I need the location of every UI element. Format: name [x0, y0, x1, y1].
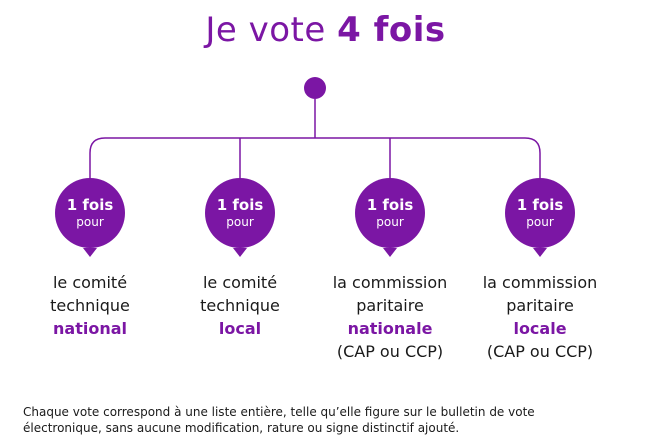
- label-highlight: national: [53, 319, 127, 338]
- vote-badge: 1 fois pour: [355, 178, 425, 248]
- vote-badge: 1 fois pour: [205, 178, 275, 248]
- badge-count: 1 fois: [366, 195, 414, 214]
- footer-line: électronique, sans aucune modification, …: [23, 421, 460, 435]
- branch-line-right: [315, 137, 541, 180]
- label-line: technique: [200, 296, 280, 315]
- label-highlight: locale: [513, 319, 567, 338]
- badge-pointer: [83, 248, 97, 257]
- branch-national-technical-committee: 1 fois pour le comité technique national: [5, 178, 175, 340]
- branch-label: la commission paritaire nationale (CAP o…: [305, 271, 475, 363]
- vote-badge: 1 fois pour: [55, 178, 125, 248]
- branch-local-joint-commission: 1 fois pour la commission paritaire loca…: [455, 178, 625, 363]
- title-prefix: Je vote: [205, 10, 326, 50]
- page-title: Je vote 4 fois: [0, 10, 651, 50]
- branch-local-technical-committee: 1 fois pour le comité technique local: [155, 178, 325, 340]
- footer-note: Chaque vote correspond à une liste entiè…: [23, 404, 633, 436]
- badge-pointer: [383, 248, 397, 257]
- badge-count: 1 fois: [216, 195, 264, 214]
- badge-for: pour: [376, 214, 404, 229]
- branch-label: le comité technique national: [5, 271, 175, 340]
- footer-line: Chaque vote correspond à une liste entiè…: [23, 405, 535, 419]
- root-node: [304, 77, 326, 99]
- label-line: la commission: [332, 273, 448, 292]
- label-line: technique: [50, 296, 130, 315]
- badge-for: pour: [526, 214, 554, 229]
- branch-label: la commission paritaire locale (CAP ou C…: [455, 271, 625, 363]
- label-suffix: (CAP ou CCP): [486, 342, 594, 361]
- vote-badge: 1 fois pour: [505, 178, 575, 248]
- title-emphasis: 4 fois: [337, 10, 446, 50]
- badge-count: 1 fois: [66, 195, 114, 214]
- branch-national-joint-commission: 1 fois pour la commission paritaire nati…: [305, 178, 475, 363]
- label-line: paritaire: [506, 296, 574, 315]
- label-line: le comité: [202, 273, 278, 292]
- branch-label: le comité technique local: [155, 271, 325, 340]
- label-suffix: (CAP ou CCP): [336, 342, 444, 361]
- label-line: la commission: [482, 273, 598, 292]
- label-highlight: nationale: [347, 319, 433, 338]
- label-highlight: local: [218, 319, 262, 338]
- badge-count: 1 fois: [516, 195, 564, 214]
- branch-line-left: [89, 137, 315, 180]
- label-line: le comité: [52, 273, 128, 292]
- badge-pointer: [533, 248, 547, 257]
- label-line: paritaire: [356, 296, 424, 315]
- badge-pointer: [233, 248, 247, 257]
- badge-for: pour: [76, 214, 104, 229]
- badge-for: pour: [226, 214, 254, 229]
